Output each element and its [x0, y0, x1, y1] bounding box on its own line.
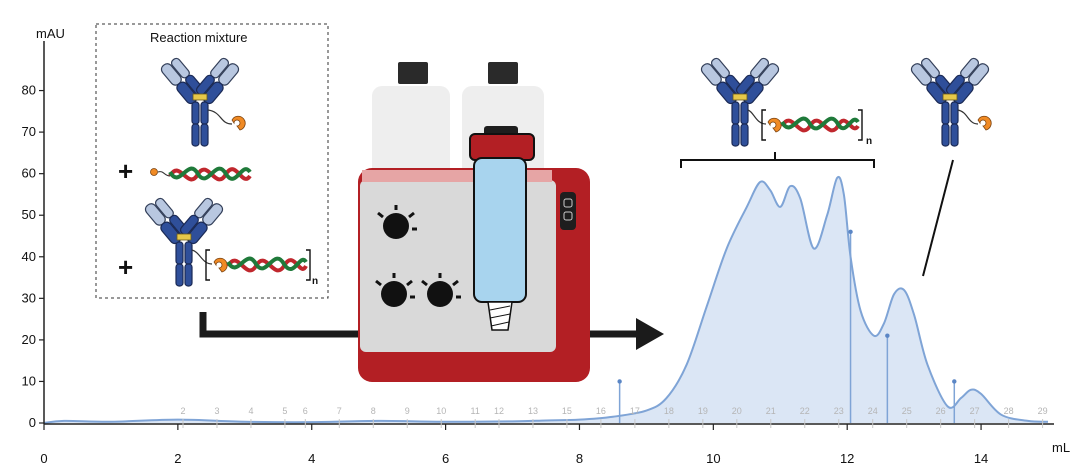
peak-pointer-line — [922, 159, 954, 277]
knob-icon — [377, 205, 417, 239]
y-tick-label: 30 — [22, 290, 36, 305]
fraction-label: 23 — [834, 406, 844, 416]
fraction-marker-dot — [952, 379, 957, 384]
y-tick-label: 80 — [22, 83, 36, 98]
fraction-label: 21 — [766, 406, 776, 416]
fraction-label: 11 — [471, 406, 480, 416]
y-tick-label: 20 — [22, 332, 36, 347]
fraction-label: 12 — [494, 406, 504, 416]
fraction-label: 20 — [732, 406, 742, 416]
knob-icon — [375, 273, 415, 307]
oligonucleotide-icon — [150, 166, 252, 182]
fraction-label: 5 — [282, 406, 287, 416]
fraction-label: 7 — [337, 406, 342, 416]
x-tick-label: 0 — [40, 451, 47, 466]
antibody-unconjugated-icon — [910, 57, 992, 147]
chromatography-system-icon — [358, 62, 590, 382]
fraction-marker-dot — [617, 379, 622, 384]
y-tick-label: 60 — [22, 166, 36, 181]
x-tick-label: 14 — [974, 451, 988, 466]
fraction-label: 16 — [596, 406, 606, 416]
fraction-label: 22 — [800, 406, 810, 416]
fraction-label: 26 — [936, 406, 946, 416]
reaction-mixture-label: Reaction mixture — [150, 30, 248, 45]
y-tick-label: 70 — [22, 124, 36, 139]
subscript-n-mixture: n — [312, 276, 318, 287]
fraction-label: 3 — [214, 406, 219, 416]
knob-icon — [421, 273, 461, 307]
fraction-label: 13 — [528, 406, 538, 416]
peak-bracket — [680, 152, 875, 168]
fraction-label: 19 — [698, 406, 708, 416]
chromatogram-area — [44, 176, 1048, 423]
antibody-icon — [160, 57, 246, 147]
x-tick-label: 6 — [442, 451, 449, 466]
fraction-marker-dot — [885, 333, 890, 338]
x-axis-title: mL — [1052, 440, 1070, 455]
x-tick-label: 12 — [840, 451, 854, 466]
plus-sign-1: + — [118, 156, 133, 186]
fraction-label: 29 — [1038, 406, 1048, 416]
y-tick-label: 40 — [22, 249, 36, 264]
column-icon — [469, 126, 535, 331]
y-axis-title: mAU — [36, 26, 65, 41]
y-tick-label: 0 — [29, 415, 36, 430]
fraction-label: 6 — [303, 406, 308, 416]
subscript-n-peak: n — [866, 136, 872, 147]
y-tick-label: 10 — [22, 373, 36, 388]
x-tick-label: 4 — [308, 451, 315, 466]
fraction-label: 15 — [562, 406, 572, 416]
fraction-label: 27 — [970, 406, 980, 416]
plus-sign-2: + — [118, 252, 133, 282]
x-tick-label: 8 — [576, 451, 583, 466]
fraction-label: 24 — [868, 406, 878, 416]
fraction-label: 4 — [248, 406, 253, 416]
reaction-mixture-box: Reaction mixture + — [95, 23, 329, 299]
fraction-label: 28 — [1004, 406, 1014, 416]
fraction-label: 17 — [630, 406, 640, 416]
fraction-label: 9 — [405, 406, 410, 416]
fraction-label: 10 — [436, 406, 446, 416]
fraction-label: 8 — [371, 406, 376, 416]
x-tick-label: 10 — [706, 451, 720, 466]
fraction-label: 2 — [180, 406, 185, 416]
y-tick-label: 50 — [22, 207, 36, 222]
antibody-conjugate-peak-icon — [700, 57, 863, 147]
antibody-conjugate-icon — [144, 197, 311, 287]
fraction-marker-dot — [848, 229, 853, 235]
x-tick-label: 2 — [174, 451, 181, 466]
fraction-label: 18 — [664, 406, 674, 416]
fraction-label: 25 — [902, 406, 912, 416]
chromatogram-line — [43, 176, 1049, 424]
